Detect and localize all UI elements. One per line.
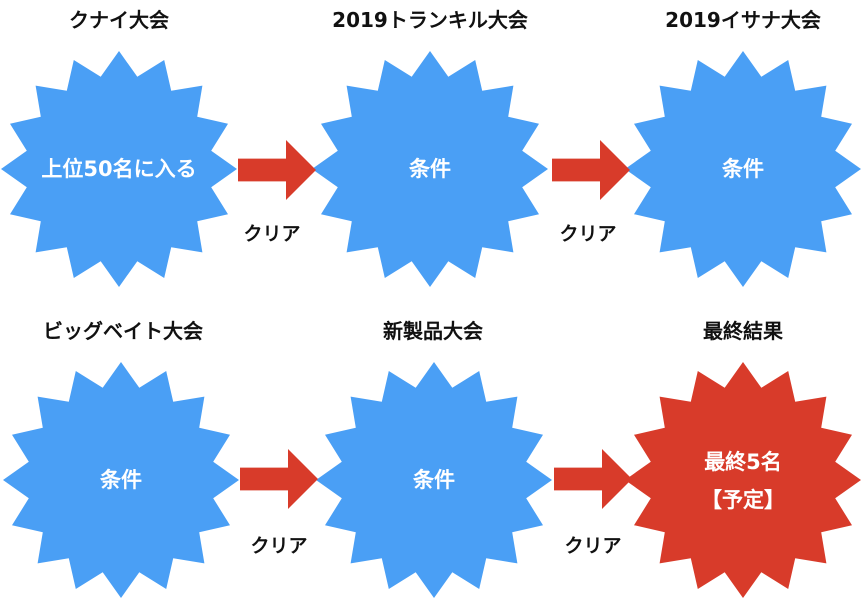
stage-title: 新製品大会 [383, 319, 483, 343]
star-label: 条件 [409, 157, 451, 181]
star-shape [312, 51, 548, 287]
arrow-right-icon [238, 140, 316, 200]
star-shape [3, 362, 239, 598]
arrow-connector: クリア [554, 449, 632, 557]
star-label-line-1: 最終5名 [704, 450, 782, 474]
star-label: 条件 [100, 468, 142, 492]
stage-isana-2019: 2019イサナ大会 条件 [625, 8, 861, 287]
arrow-label: クリア [564, 535, 621, 557]
arrow-connector: クリア [552, 140, 630, 245]
star-label: 条件 [413, 468, 455, 492]
stage-title: 2019トランキル大会 [332, 8, 528, 32]
stage-big-bait: ビッグベイト大会 条件 [3, 319, 239, 598]
star-label: 条件 [722, 157, 764, 181]
arrow-connector: クリア [238, 140, 316, 245]
arrow-right-icon [552, 140, 630, 200]
star-shape [625, 51, 861, 287]
arrow-label: クリア [559, 223, 616, 245]
star-shape [316, 362, 552, 598]
star-shape [625, 362, 861, 598]
stage-title: クナイ大会 [69, 8, 169, 32]
stage-tranquil-2019: 2019トランキル大会 条件 [312, 8, 548, 287]
star-label-line-2: 【予定】 [701, 488, 785, 512]
stage-title: ビッグベイト大会 [43, 319, 203, 343]
arrow-right-icon [240, 449, 318, 509]
stage-title: 2019イサナ大会 [665, 8, 821, 32]
stage-title: 最終結果 [703, 319, 783, 343]
arrow-label: クリア [243, 223, 300, 245]
arrow-label: クリア [250, 535, 307, 557]
star-shape [1, 51, 237, 287]
arrow-right-icon [554, 449, 632, 509]
stage-final-result: 最終結果 最終5名 【予定】 [625, 319, 861, 598]
stage-new-product: 新製品大会 条件 [316, 319, 552, 598]
arrow-connector: クリア [240, 449, 318, 557]
star-label: 上位50名に入る [41, 157, 196, 181]
stage-kunai: クナイ大会 上位50名に入る [1, 8, 237, 287]
